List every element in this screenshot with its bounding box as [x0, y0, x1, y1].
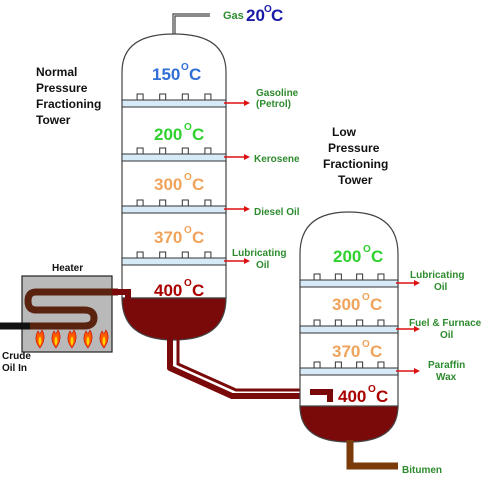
product-lubricating-oil-1-line-1: Lubricating — [232, 248, 286, 259]
product-bitumen: Bitumen — [402, 465, 442, 476]
tower2-arrow-1 — [396, 280, 420, 286]
tower2-temp-2-degree: O — [362, 292, 370, 303]
tower2-temp-1-degree: O — [363, 244, 371, 255]
heater-label: Heater — [52, 263, 83, 274]
gas-temperature: 20 O C — [246, 4, 283, 25]
tower2-arrow-3 — [396, 368, 420, 374]
tower1-temp-3: 300 O C — [154, 172, 204, 194]
tower1-temp-1-unit: C — [189, 65, 201, 84]
tower2-temp-2-value: 300 — [332, 295, 360, 314]
tower1-liquid-bottom — [121, 297, 227, 341]
tower1-temp-3-value: 300 — [154, 175, 182, 194]
tower1-arrow-2 — [224, 154, 250, 160]
tower2-title-line-2: Pressure — [328, 141, 380, 155]
tower1-temp-4-degree: O — [184, 225, 192, 236]
tower2-temp-4-degree: O — [368, 384, 376, 395]
tower1-title-line-3: Fractioning — [36, 97, 101, 111]
crude-oil-label-line-2: Oil In — [2, 363, 27, 374]
tower2-temp-3-degree: O — [362, 339, 370, 350]
tower1-product-arrows — [224, 100, 250, 264]
tower1-arrow-4 — [224, 258, 250, 264]
gas-outlet-pipe-inner — [174, 15, 210, 34]
tower1-temp-2-degree: O — [184, 122, 192, 133]
product-diesel-oil: Diesel Oil — [254, 207, 300, 218]
tower1-temp-3-unit: C — [192, 175, 204, 194]
tower1-temp-4-value: 370 — [154, 228, 182, 247]
gas-temp-degree: O — [264, 4, 272, 15]
product-lubricating-oil-2-line-1: Lubricating — [410, 270, 464, 281]
tower2-liquid-bottom — [299, 405, 399, 443]
burner-flames — [35, 329, 109, 349]
tower2-arrow-2 — [396, 326, 420, 332]
bitumen-pipe — [346, 440, 398, 470]
tower1-temp-2: 200 O C — [154, 122, 204, 144]
tower1-temp-3-degree: O — [184, 172, 192, 183]
tower2-title: Low Pressure Fractioning Tower — [323, 125, 388, 187]
tower2-temp-3-unit: C — [370, 342, 382, 361]
heater-box — [21, 275, 113, 353]
tower2-temp-1: 200 O C — [333, 244, 383, 266]
tower1-temp-1: 150 O C — [152, 62, 201, 84]
tower1-arrow-3 — [224, 206, 250, 212]
product-gasoline-line-1: Gasoline — [256, 88, 299, 99]
tower1-temp-4-unit: C — [192, 228, 204, 247]
tower1-temp-1-degree: O — [181, 62, 189, 73]
tower2-temp-1-unit: C — [371, 247, 383, 266]
tower1-temp-5: 400 O C — [154, 278, 204, 300]
tower1-temp-5-degree: O — [184, 278, 192, 289]
tower1-title-line-4: Tower — [36, 113, 71, 127]
gas-temp-value: 20 — [246, 6, 265, 25]
gas-label: Gas — [223, 10, 244, 22]
product-lubricating-oil-2-line-2: Oil — [434, 282, 448, 293]
tower2-product-arrows — [396, 280, 420, 374]
product-paraffin-wax-line-1: Paraffin — [428, 360, 465, 371]
tower2-title-line-1: Low — [332, 125, 357, 139]
tower2-title-line-3: Fractioning — [323, 157, 388, 171]
tower1-temp-5-unit: C — [192, 281, 204, 300]
tower2-shell — [299, 211, 399, 409]
crude-oil-label-line-1: Crude — [2, 351, 31, 362]
flame-icon — [35, 329, 45, 349]
tower2-trays — [299, 273, 399, 376]
gas-temp-unit: C — [271, 6, 283, 25]
tower2-temp-3-value: 370 — [332, 342, 360, 361]
tower1-temp-1-value: 150 — [152, 65, 180, 84]
tower1-temp-2-value: 200 — [154, 125, 182, 144]
product-gasoline-line-2: (Petrol) — [256, 99, 291, 110]
product-paraffin-wax-line-2: Wax — [436, 372, 457, 383]
tower2-temp-4: 400 O C — [338, 384, 388, 406]
product-fuel-furnace-oil-line-1: Fuel & Furnace — [409, 318, 482, 329]
tower1-temp-5-value: 400 — [154, 281, 182, 300]
tower2-temp-1-value: 200 — [333, 247, 361, 266]
gas-outlet-pipe — [172, 13, 210, 34]
tower1-title-line-2: Pressure — [36, 81, 88, 95]
flame-icon — [51, 329, 61, 349]
flame-icon — [99, 329, 109, 349]
transfer-pipe-outline — [176, 338, 330, 392]
product-kerosene: Kerosene — [254, 154, 300, 165]
heater-coil — [18, 288, 118, 330]
tower2-temp-3: 370 O C — [332, 339, 382, 361]
tower2-title-line-4: Tower — [338, 173, 373, 187]
tower2-temp-2: 300 O C — [332, 292, 382, 314]
tower2-temp-4-value: 400 — [338, 387, 366, 406]
heater-to-tower-pipe — [112, 289, 131, 300]
tower1-arrow-1 — [224, 100, 250, 106]
tower1-temp-4: 370 O C — [154, 225, 204, 247]
tower1-title: Normal Pressure Fractioning Tower — [36, 65, 101, 127]
tower1-temp-2-unit: C — [192, 125, 204, 144]
tower2-inlet — [310, 389, 333, 402]
product-lubricating-oil-1-line-2: Oil — [256, 260, 270, 271]
product-fuel-furnace-oil-line-2: Oil — [440, 330, 454, 341]
low-pressure-tower — [299, 211, 399, 470]
tower1-title-line-1: Normal — [36, 65, 77, 79]
tower2-temp-2-unit: C — [370, 295, 382, 314]
heater — [0, 275, 131, 353]
flame-icon — [67, 329, 77, 349]
flame-icon — [83, 329, 93, 349]
tower2-temp-4-unit: C — [376, 387, 388, 406]
